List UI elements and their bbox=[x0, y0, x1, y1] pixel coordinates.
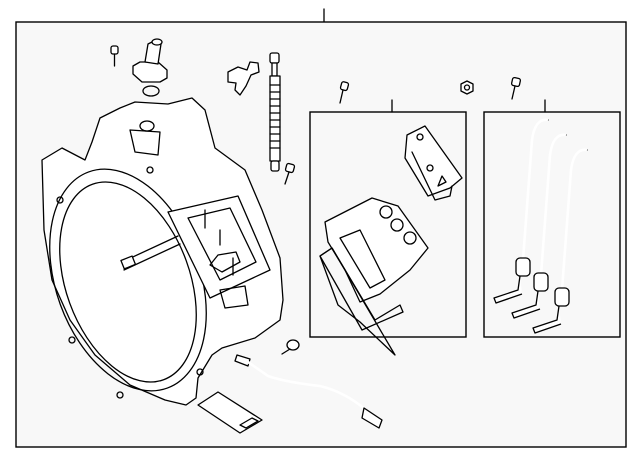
sensor-rod bbox=[269, 52, 281, 172]
bracket-clip bbox=[227, 61, 260, 96]
cooler-line-2 bbox=[511, 133, 567, 319]
cooler-line-3 bbox=[532, 148, 588, 334]
bolt-upper-middle bbox=[339, 81, 350, 104]
cooler-lines-box bbox=[483, 111, 621, 338]
cooler-line-1 bbox=[493, 118, 549, 304]
valve-gasket bbox=[319, 247, 404, 356]
ground-bolt bbox=[281, 339, 300, 355]
valve-body-kit-box bbox=[309, 111, 467, 338]
bolt-top-left bbox=[110, 45, 119, 67]
ground-cable bbox=[234, 354, 383, 429]
bolt-middle bbox=[284, 162, 296, 185]
o-ring bbox=[142, 85, 160, 97]
valve-cover bbox=[404, 125, 463, 201]
bolt-upper-right bbox=[510, 76, 522, 100]
transmission-housing bbox=[41, 97, 284, 406]
label-sheet bbox=[197, 391, 263, 434]
coolant-fitting bbox=[132, 38, 168, 83]
valve-body bbox=[324, 197, 429, 303]
nut bbox=[460, 80, 474, 95]
